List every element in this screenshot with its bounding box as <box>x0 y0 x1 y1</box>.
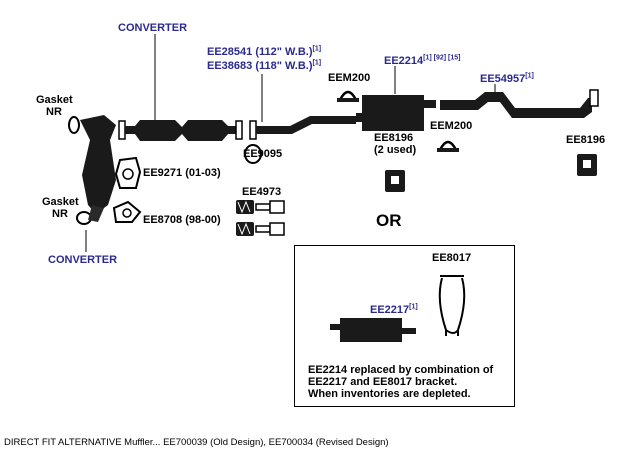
muffler-ee2214 <box>362 95 424 131</box>
label-ee9095: EE9095 <box>243 148 283 160</box>
ee4973-spring-bolt-2 <box>236 222 285 236</box>
label-ee8017: EE8017 <box>432 252 472 264</box>
replacement-inset-box <box>294 245 515 407</box>
label-nr-top: NR <box>46 106 62 118</box>
ee4973-spring-bolt-1 <box>236 200 285 214</box>
label-gasket-bottom: Gasket <box>42 196 79 208</box>
bracket-ee8017 <box>438 275 466 336</box>
upper-manifold <box>80 115 116 140</box>
ee8708-plate <box>112 200 142 223</box>
ee9095-gasket <box>244 144 262 164</box>
label-ee28541: EE28541 (112" W.B.)[1] <box>207 45 322 58</box>
clamp-eem200-bottom <box>437 140 459 152</box>
tailpipe-ee54957 <box>440 92 592 118</box>
label-ee8196-middle: EE8196 <box>374 132 414 144</box>
lower-converter-outlet <box>88 205 104 222</box>
flange-3 <box>249 120 257 140</box>
label-eem200-top: EEM200 <box>328 72 371 84</box>
hanger-ee8196-middle <box>385 170 405 192</box>
gasket-top <box>68 116 80 134</box>
tailpipe-tip <box>589 89 599 107</box>
hanger-ee8196-right <box>577 154 597 176</box>
label-ee8196-used: (2 used) <box>374 144 417 156</box>
lower-converter <box>82 140 116 214</box>
label-ee2214: EE2214[1] [92] [15] <box>384 54 461 67</box>
label-converter-top: CONVERTER <box>118 22 188 34</box>
label-ee4973: EE4973 <box>242 186 282 198</box>
caption: DIRECT FIT ALTERNATIVE Muffler... EE7000… <box>4 437 389 448</box>
label-ee38683: EE38683 (118" W.B.)[1] <box>207 59 322 72</box>
label-ee8196-right: EE8196 <box>566 134 606 146</box>
label-nr-bottom: NR <box>52 208 68 220</box>
label-converter-bottom: CONVERTER <box>48 254 118 266</box>
label-gasket-top: Gasket <box>36 94 73 106</box>
label-eem200-bottom: EEM200 <box>430 120 473 132</box>
muffler-ee2217 <box>330 318 416 342</box>
note-line-3: When inventories are depleted. <box>308 388 471 400</box>
note-line-2: EE2217 and EE8017 bracket. <box>308 376 458 388</box>
flange-1 <box>118 120 126 140</box>
flange-2 <box>235 120 243 140</box>
label-or: OR <box>376 211 402 230</box>
label-ee8708: EE8708 (98-00) <box>143 214 221 226</box>
replacement-note: EE2214 replaced by combination of EE2217… <box>308 364 493 400</box>
label-ee2217: EE2217[1] <box>370 303 418 316</box>
label-ee54957: EE54957[1] <box>480 72 534 85</box>
label-ee9271: EE9271 (01-03) <box>143 167 221 179</box>
intermediate-pipe <box>256 116 356 134</box>
clamp-eem200-top <box>337 90 359 102</box>
ee9271-plate <box>114 156 142 189</box>
converter-body <box>135 120 228 141</box>
note-line-1: EE2214 replaced by combination of <box>308 364 494 376</box>
